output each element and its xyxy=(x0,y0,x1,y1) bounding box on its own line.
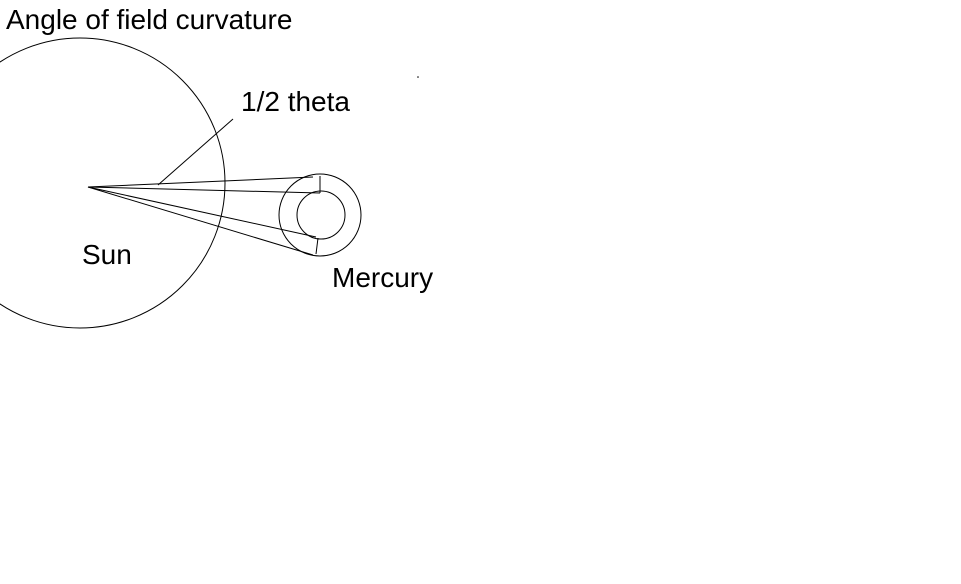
lower-wedge-line-inner xyxy=(87,186,317,238)
stray-dot xyxy=(417,76,419,78)
mercury-outer-circle xyxy=(278,173,362,257)
sun-circle xyxy=(0,37,226,329)
half-theta-label: 1/2 theta xyxy=(241,86,350,117)
upper-wedge-line-outer xyxy=(87,176,314,188)
mercury-inner-circle xyxy=(296,190,346,240)
sun-label: Sun xyxy=(82,239,132,270)
mercury-lower-tick xyxy=(315,237,319,255)
half-theta-leader-line xyxy=(157,118,234,186)
lower-wedge-line-outer xyxy=(87,186,314,256)
upper-wedge-line-inner xyxy=(87,186,321,194)
mercury-label: Mercury xyxy=(332,262,433,293)
diagram-title: Angle of field curvature xyxy=(6,4,292,35)
